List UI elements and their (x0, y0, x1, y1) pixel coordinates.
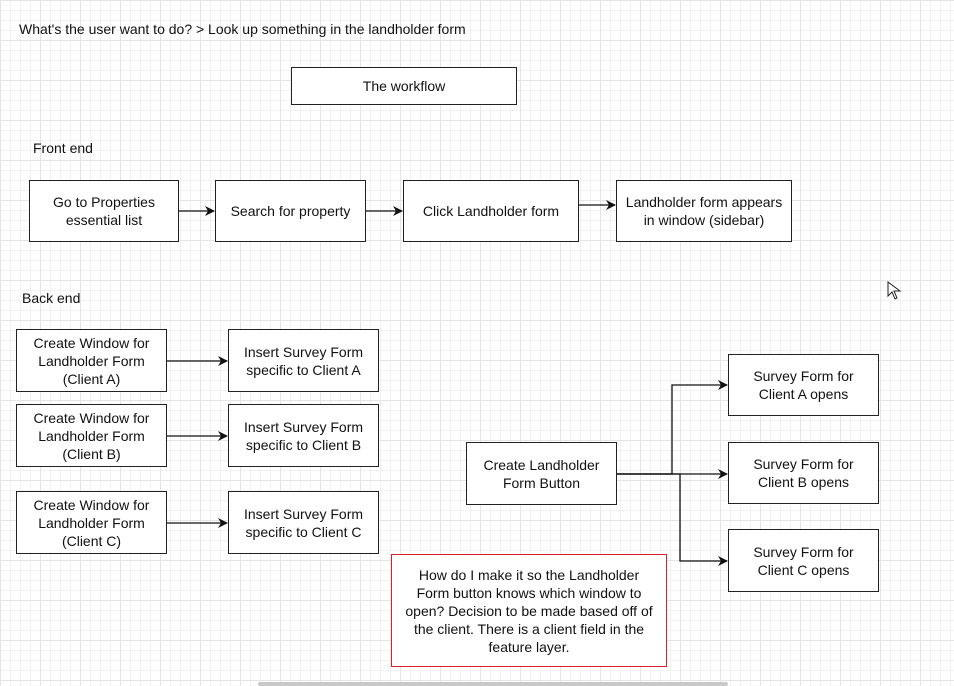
insert-client-b[interactable]: Insert Survey Form specific to Client B (228, 404, 379, 467)
question-note: How do I make it so the Landholder Form … (391, 554, 667, 667)
window-client-c[interactable]: Create Window for Landholder Form (Clien… (16, 491, 167, 554)
window-client-a[interactable]: Create Window for Landholder Form (Clien… (16, 329, 167, 392)
step-label: Search for property (230, 203, 351, 219)
window-client-b[interactable]: Create Window for Landholder Form (Clien… (16, 404, 167, 467)
window-label: Create Window for Landholder Form (Clien… (33, 496, 150, 549)
insert-label: Insert Survey Form specific to Client A (243, 343, 364, 378)
window-label: Create Window for Landholder Form (Clien… (33, 334, 150, 387)
insert-client-c[interactable]: Insert Survey Form specific to Client C (228, 491, 379, 554)
step-form-appears[interactable]: Landholder form appears in window (sideb… (616, 180, 792, 242)
front-end-label: Front end (33, 140, 93, 156)
arrow-button-a (617, 380, 728, 475)
step-go-to-properties[interactable]: Go to Properties essential list (29, 180, 179, 242)
step-label: Landholder form appears in window (sideb… (625, 194, 783, 228)
insert-client-a[interactable]: Insert Survey Form specific to Client A (228, 329, 379, 392)
create-landholder-button-node[interactable]: Create Landholder Form Button (466, 442, 617, 505)
arrow-button-c (617, 473, 728, 566)
step-label: Go to Properties essential list (53, 194, 155, 228)
step-click-landholder-form[interactable]: Click Landholder form (403, 180, 579, 242)
question-text: What's the user want to do? > Look up so… (19, 21, 466, 37)
insert-label: Insert Survey Form specific to Client C (243, 505, 364, 540)
step-search-property[interactable]: Search for property (215, 180, 366, 242)
opens-label: Survey Form for Client B opens (753, 456, 854, 490)
back-end-label: Back end (22, 290, 81, 306)
opens-label: Survey Form for Client A opens (753, 368, 854, 402)
horizontal-scrollbar[interactable] (258, 682, 728, 686)
opens-client-c[interactable]: Survey Form for Client C opens (728, 529, 879, 592)
mouse-cursor-icon (887, 281, 902, 300)
opens-label: Survey Form for Client C opens (753, 543, 854, 578)
workflow-title-label: The workflow (362, 78, 446, 94)
insert-label: Insert Survey Form specific to Client B (243, 418, 364, 453)
opens-client-b[interactable]: Survey Form for Client B opens (728, 442, 879, 504)
button-node-label: Create Landholder Form Button (483, 456, 600, 491)
opens-client-a[interactable]: Survey Form for Client A opens (728, 354, 879, 416)
workflow-title[interactable]: The workflow (291, 67, 517, 105)
note-text: How do I make it so the Landholder Form … (405, 566, 653, 655)
window-label: Create Window for Landholder Form (Clien… (33, 409, 150, 462)
step-label: Click Landholder form (422, 203, 560, 219)
